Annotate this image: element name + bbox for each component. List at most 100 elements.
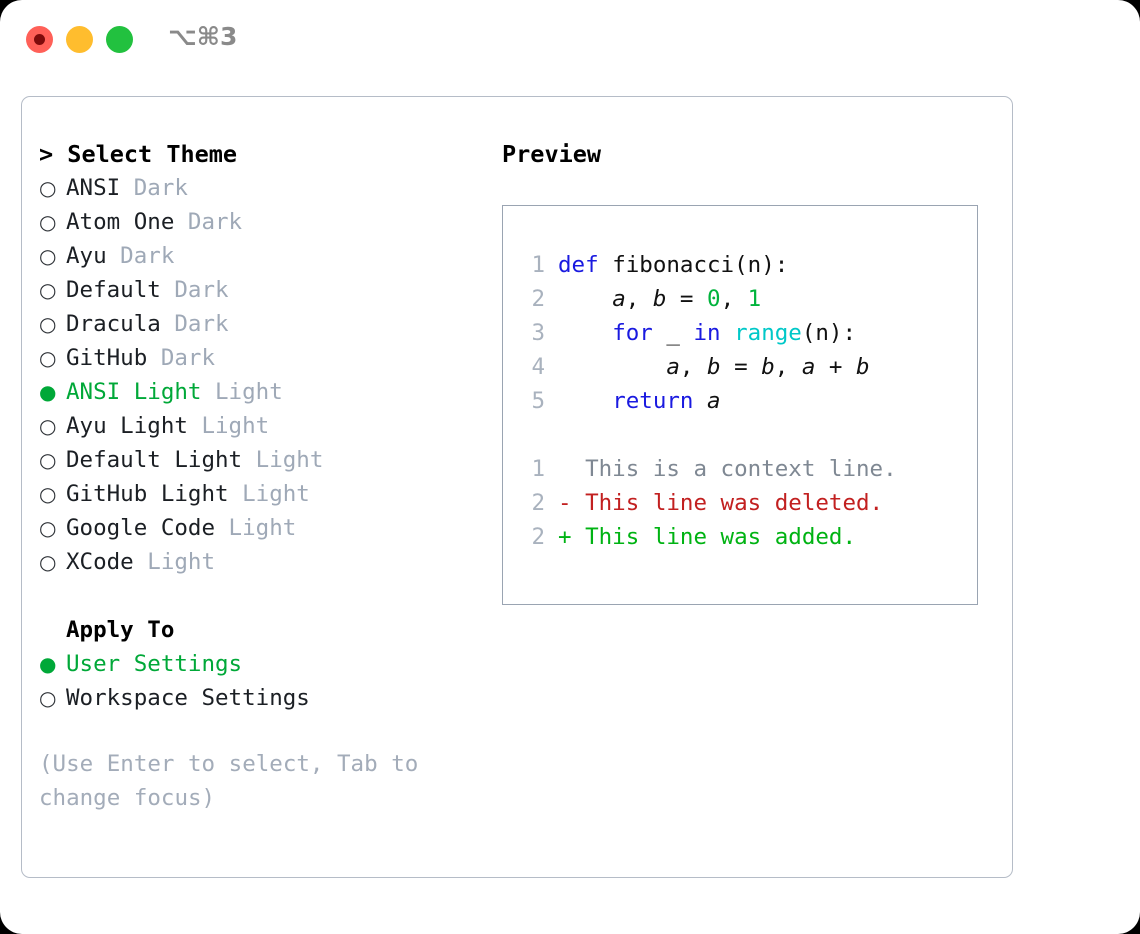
theme-option-category: Dark	[160, 311, 229, 337]
theme-option-ansi[interactable]: ○ ANSI Dark	[39, 171, 489, 205]
code-token	[693, 388, 707, 414]
code-line-content: def fibonacci(n):	[558, 248, 788, 282]
code-line-number: 2	[531, 286, 545, 312]
code-token: b	[707, 354, 721, 380]
code-line: 1 def fibonacci(n):	[515, 248, 969, 282]
code-token: b	[761, 354, 775, 380]
keyboard-shortcut-label: ⌥⌘3	[168, 22, 238, 51]
radio-unselected-icon: ○	[39, 176, 57, 200]
theme-option-github-light[interactable]: ○ GitHub Light Light	[39, 477, 489, 511]
code-token: 0	[707, 286, 721, 312]
radio-selected-icon: ●	[39, 380, 57, 404]
theme-option-label: Default	[66, 277, 161, 303]
diff-line-number: 2	[531, 524, 545, 550]
record-indicator-icon	[34, 34, 45, 45]
code-token: return	[612, 388, 694, 414]
radio-unselected-icon: ○	[39, 346, 57, 370]
theme-selector-column: > Select Theme ○ANSI Dark○Atom One Dark○…	[39, 137, 489, 815]
code-token: for	[612, 320, 653, 346]
theme-option-ayu[interactable]: ○Ayu Dark	[39, 239, 489, 273]
code-line-content: return a	[558, 384, 721, 418]
theme-option-label: ANSI	[66, 175, 121, 201]
apply-to-option-user-settings[interactable]: ●User Settings	[39, 647, 489, 681]
code-line: 2 a, b = 0, 1	[515, 282, 969, 316]
code-token: ,	[720, 286, 748, 312]
theme-option-category: Dark	[120, 175, 188, 201]
apply-to-option-workspace-settings[interactable]: ○Workspace Settings	[39, 681, 489, 715]
theme-option-label: GitHub Light	[66, 481, 229, 507]
code-token	[558, 286, 612, 312]
theme-option-label: Dracula	[66, 311, 161, 337]
theme-option-category: Light	[242, 447, 324, 473]
diff-line-content: + This line was added.	[558, 524, 857, 550]
theme-option-atom-one[interactable]: ○Atom One Dark	[39, 205, 489, 239]
code-token	[558, 354, 666, 380]
code-token	[558, 320, 612, 346]
diff-line: 2 + This line was added.	[515, 520, 969, 554]
theme-option-dracula[interactable]: ○ Dracula Dark	[39, 307, 489, 341]
code-token	[558, 388, 612, 414]
radio-unselected-icon: ○	[39, 550, 57, 574]
diff-line: 2- This line was deleted.	[515, 486, 969, 520]
theme-option-default[interactable]: ○ Default Dark	[39, 273, 489, 307]
radio-unselected-icon: ○	[39, 312, 57, 336]
code-line-content: a, b = 0, 1	[558, 282, 761, 316]
code-line-number: 1	[531, 252, 545, 278]
preview-heading: Preview	[502, 140, 602, 168]
theme-option-xcode[interactable]: ○XCode Light	[39, 545, 489, 579]
theme-list-heading: > Select Theme	[39, 140, 238, 168]
theme-option-category: Light	[187, 413, 270, 439]
code-token: _	[652, 320, 694, 346]
theme-options-list: ○ANSI Dark○Atom One Dark○Ayu Dark○Defaul…	[39, 171, 489, 579]
theme-option-default-light[interactable]: ○Default Light Light	[39, 443, 489, 477]
theme-option-category: Dark	[147, 345, 216, 371]
theme-option-category: Dark	[160, 277, 229, 303]
close-button[interactable]	[26, 26, 53, 53]
code-token: range	[734, 320, 802, 346]
code-token: 1	[747, 286, 762, 312]
code-diff-spacer	[515, 418, 969, 452]
code-line: 4 a, b = b, a + b	[515, 350, 969, 384]
apply-to-option-label: User Settings	[66, 651, 243, 677]
code-token: =	[666, 286, 708, 312]
code-line-number: 4	[531, 354, 545, 380]
code-line-content: for _ in range(n):	[558, 316, 856, 350]
radio-unselected-icon: ○	[39, 210, 57, 234]
code-token: =	[720, 354, 762, 380]
code-line: 5 return a	[515, 384, 969, 418]
keyboard-hint-text: (Use Enter to select, Tab to change focu…	[39, 751, 419, 811]
code-line-number: 5	[531, 388, 545, 414]
theme-option-google-code[interactable]: ○Google Code Light	[39, 511, 489, 545]
theme-option-label: Ayu Light	[66, 413, 188, 439]
apply-to-option-label: Workspace Settings	[66, 685, 310, 711]
theme-option-ayu-light[interactable]: ○Ayu Light Light	[39, 409, 489, 443]
theme-option-github[interactable]: ○GitHub Dark	[39, 341, 489, 375]
theme-option-ansi-light[interactable]: ●ANSI Light Light	[39, 375, 489, 409]
apply-to-heading: Apply To	[66, 617, 175, 643]
apply-to-options-list: ●User Settings○Workspace Settings	[39, 647, 489, 715]
minimize-button[interactable]	[66, 26, 93, 53]
maximize-button[interactable]	[106, 26, 133, 53]
theme-option-category: Light	[228, 481, 310, 507]
radio-unselected-icon: ○	[39, 448, 57, 472]
code-token	[721, 320, 735, 346]
code-token: a	[801, 354, 816, 380]
radio-unselected-icon: ○	[39, 516, 57, 540]
theme-option-category: Light	[133, 549, 216, 575]
title-bar: ⌥⌘3	[0, 0, 1140, 78]
code-line-number: 3	[531, 320, 545, 346]
code-token: b	[856, 354, 870, 380]
theme-option-label: Ayu	[66, 243, 107, 269]
code-token: in	[693, 320, 721, 346]
code-token: (n):	[801, 320, 857, 346]
radio-unselected-icon: ○	[39, 482, 57, 506]
code-token: def	[558, 252, 613, 278]
theme-option-label: ANSI Light	[66, 379, 202, 405]
code-token: a	[707, 388, 721, 414]
radio-unselected-icon: ○	[39, 278, 57, 302]
radio-unselected-icon: ○	[39, 244, 57, 268]
code-token: +	[815, 354, 857, 380]
